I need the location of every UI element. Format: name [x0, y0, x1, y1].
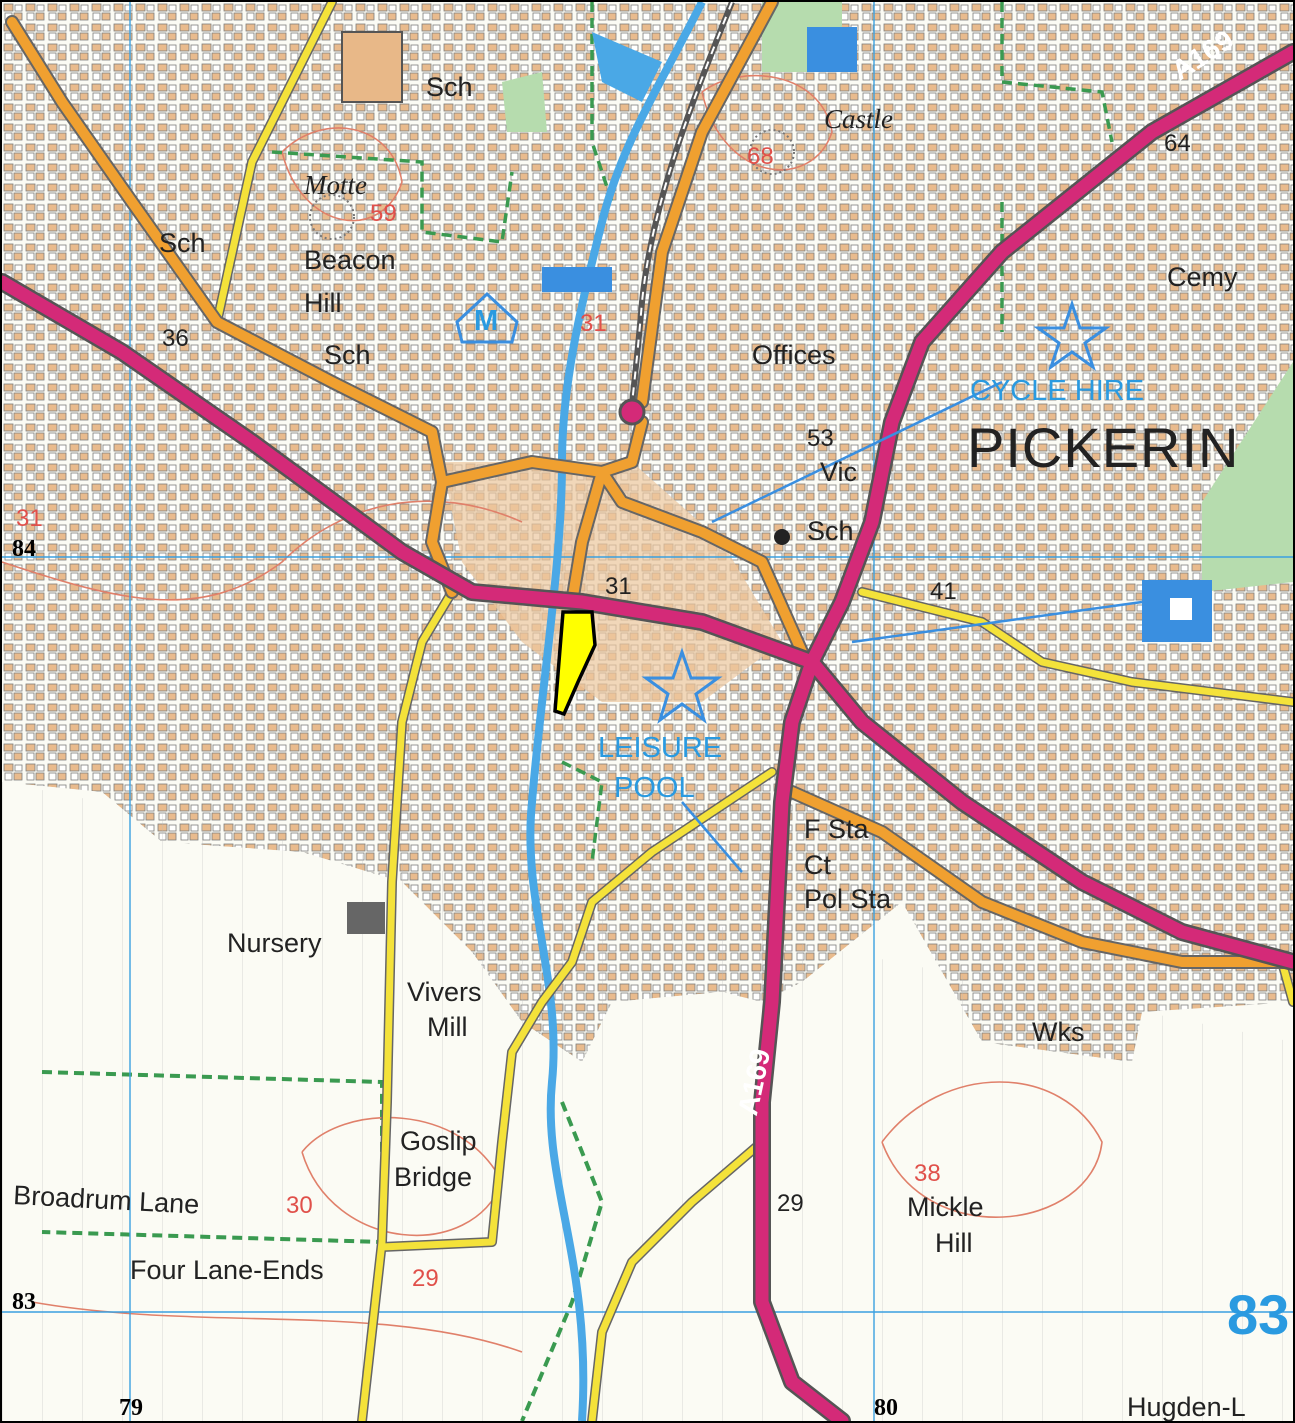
label-nursery: Nursery [227, 928, 322, 958]
town-name: PICKERIN [967, 416, 1240, 479]
school-building-icon [341, 31, 403, 103]
cycle-hire-pointer [711, 380, 1003, 524]
label-vic: Vic [820, 457, 858, 487]
woodland-north [502, 72, 547, 132]
height-31-market: 31 [605, 573, 632, 600]
woodland [1202, 362, 1293, 592]
label-goslip: Goslip [400, 1126, 477, 1156]
label-sch-central: Sch [324, 340, 371, 370]
height-31-west: 31 [16, 505, 43, 532]
height-30: 30 [286, 1192, 313, 1219]
a-roads [2, 43, 1293, 1421]
label-motte: Motte [304, 170, 367, 200]
leisure-pool-pointer [681, 801, 743, 873]
label-four-lane-ends: Four Lane-Ends [130, 1255, 324, 1285]
label-vivers: Vivers [407, 977, 482, 1007]
tourist-symbols [309, 27, 1212, 934]
parking-pointer [851, 600, 1143, 644]
b-roads [5, 2, 1293, 969]
nursery-glasshouse-icon [347, 902, 385, 934]
label-castle: Castle [824, 104, 894, 134]
railway-icon [542, 267, 612, 292]
label-beacon: Beacon [304, 245, 396, 275]
label-mill: Mill [427, 1012, 468, 1042]
motte-icon [309, 194, 355, 240]
railway [627, 2, 735, 423]
highlighted-site[interactable] [553, 610, 597, 717]
height-53: 53 [807, 425, 834, 452]
label-wks: Wks [1032, 1017, 1085, 1047]
castle-mound-icon [749, 129, 795, 175]
label-offices: Offices [752, 340, 836, 370]
pool-label: POOL [614, 772, 695, 804]
museum-icon [455, 291, 519, 344]
label-bridge: Bridge [394, 1162, 473, 1192]
label-sch-north: Sch [426, 72, 473, 102]
leisure-label: LEISURE [598, 732, 723, 764]
label-pol-sta: Pol Sta [804, 884, 892, 914]
grid-northing-84: 84 [12, 536, 36, 562]
label-ct: Ct [804, 850, 831, 880]
leisure-pool-star-icon [641, 647, 723, 724]
label-mickle: Mickle [907, 1192, 984, 1222]
height-36: 36 [162, 325, 189, 352]
label-sch-east: Sch [807, 516, 854, 546]
station-icon [618, 398, 646, 426]
label-hugden: Hugden-L [1127, 1392, 1246, 1422]
river [526, 2, 706, 1421]
grid-sheet-83: 83 [1227, 1283, 1290, 1346]
minor-roads [212, 2, 1293, 1421]
label-mickle-hill: Hill [935, 1228, 973, 1258]
height-38: 38 [914, 1160, 941, 1187]
grid-easting-80: 80 [874, 1395, 898, 1421]
height-29-lane: 29 [412, 1265, 439, 1292]
label-hill: Hill [304, 288, 342, 318]
height-29-road: 29 [777, 1190, 804, 1217]
height-68: 68 [747, 143, 774, 170]
cycle-hire-star-icon [1033, 299, 1111, 371]
church-icon [774, 529, 790, 545]
height-59: 59 [370, 200, 397, 227]
height-31-station: 31 [580, 310, 607, 337]
height-41: 41 [930, 578, 957, 605]
label-sch-west: Sch [159, 228, 206, 258]
label-cemy: Cemy [1167, 262, 1238, 292]
boundaries [271, 2, 1114, 863]
museum-label: M [474, 305, 499, 337]
grid-northing-83: 83 [12, 1289, 36, 1315]
label-f-sta: F Sta [804, 814, 869, 844]
cycle-hire-label: CYCLE HIRE [970, 375, 1145, 407]
height-64: 64 [1164, 130, 1191, 157]
grid-easting-79: 79 [119, 1395, 143, 1421]
castle-icon [807, 27, 857, 72]
